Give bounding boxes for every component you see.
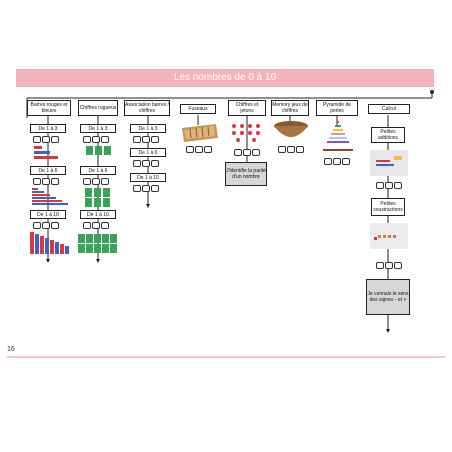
sandpaper-numerals-image: [85, 188, 110, 207]
step-box: De 1 à 3: [130, 124, 166, 133]
step-box: De 1 à 6: [30, 166, 66, 175]
spindle-box-image: [182, 124, 218, 142]
progress-circles: [376, 262, 402, 269]
progress-circles: [83, 136, 109, 143]
header-barres-rouges-bleues: Barres rouges et bleues: [27, 100, 71, 116]
header-memory: Memory jeux de chiffres: [271, 100, 309, 116]
step-box: De 1 à 3: [80, 124, 116, 133]
step-box: De 1 à 10: [30, 210, 66, 219]
step-box: De 1 à 6: [80, 166, 116, 175]
step-box: Petites soustractions: [371, 198, 405, 216]
header-pyramide: Pyramide de perles: [316, 100, 358, 116]
page-number: 16: [7, 346, 15, 353]
memory-bowl-image: [274, 121, 308, 137]
progress-circles: [33, 136, 59, 143]
header-chiffres-jetons: Chiffres et jetons: [228, 100, 266, 116]
header-association: Association barres / chiffres: [124, 100, 170, 116]
sandpaper-numerals-image: [78, 234, 117, 253]
progress-circles: [133, 185, 159, 192]
progress-circles: [234, 149, 260, 156]
parity-note: J'identifie la parité d'un nombre: [225, 162, 267, 186]
red-blue-rods-image: [30, 232, 69, 254]
progress-circles: [33, 222, 59, 229]
progress-circles: [83, 222, 109, 229]
step-box: Petites additions: [371, 127, 405, 143]
red-blue-rods-image: [34, 146, 58, 159]
progress-circles: [33, 178, 59, 185]
step-box: De 1 à 3: [30, 124, 66, 133]
progress-circles: [83, 178, 109, 185]
addition-material-image: [370, 150, 408, 176]
header-calcul: Calcul: [368, 104, 410, 114]
cards-counters-image: [232, 124, 260, 142]
progress-circles: [324, 158, 350, 165]
page-frame: [7, 60, 445, 358]
progress-circles: [376, 182, 402, 189]
progress-circles: [133, 160, 159, 167]
step-box: De 1 à 10: [80, 210, 116, 219]
header-chiffres-rugueux: Chiffres rugueux: [78, 100, 118, 116]
red-blue-rods-image: [32, 188, 68, 205]
progress-circles: [278, 146, 304, 153]
progress-circles: [133, 136, 159, 143]
sandpaper-numerals-image: [86, 146, 111, 155]
bead-pyramid-image: [323, 121, 353, 151]
subtraction-material-image: [370, 223, 408, 249]
step-box: De 1 à 6: [130, 148, 166, 157]
signs-note: Je connais le sens des signes - et +: [366, 279, 410, 315]
progress-circles: [186, 146, 212, 153]
page-title: Les nombres de 0 à 10: [16, 69, 434, 87]
step-box: De 1 à 10: [130, 173, 166, 182]
header-fuseaux: Fuseaux: [180, 104, 216, 114]
